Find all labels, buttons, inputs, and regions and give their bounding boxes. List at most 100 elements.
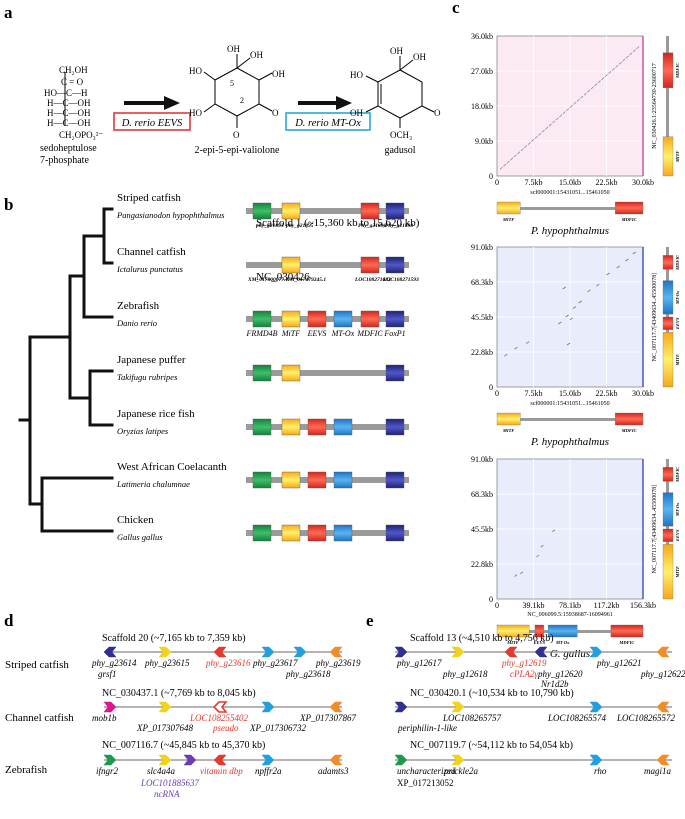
gene-label: phy_g23614 <box>91 658 137 668</box>
gene-label: phy_g23618 <box>285 669 331 679</box>
x-tick-label: 0 <box>495 601 499 610</box>
d-row-label-3: Zebrafish <box>5 764 48 776</box>
gene-label: LOC108255402 <box>189 713 249 723</box>
mtox-enzyme-box <box>285 112 371 131</box>
y-tick-label: 27.0kb <box>471 67 493 76</box>
d-row-label-1: Striped catfish <box>5 659 69 671</box>
species-common-name: Chicken <box>117 514 154 526</box>
bottom-gene-block <box>615 412 644 426</box>
x-tick-label: 0 <box>495 389 499 398</box>
gene-arrow <box>394 754 408 766</box>
gene-label: MDFIC <box>356 329 383 338</box>
gadusol-och3: OCH₃ <box>390 130 412 140</box>
bottom-track <box>497 207 643 210</box>
gene-block <box>385 202 405 220</box>
gene-arrow <box>589 701 603 713</box>
b-row1-title: Scaffold 1 (~15,360 kb to 15,620 kb) <box>256 217 420 229</box>
species-common-name: Zebrafish <box>117 300 160 312</box>
alignment-hit <box>510 157 514 161</box>
alignment-hit <box>548 123 552 127</box>
y-tick-label: 68.3kb <box>471 490 493 499</box>
alignment-hit <box>608 71 612 74</box>
side-gene-label: MT-Ox <box>675 502 680 517</box>
gene-label: cPLA2γ <box>510 669 538 679</box>
gene-label: magi1a <box>644 766 672 776</box>
gene-block <box>252 471 272 489</box>
panel-label-e: e <box>366 611 374 630</box>
d-row1-title: Scaffold 20 (~7,165 kb to 7,359 kb) <box>102 633 246 644</box>
y-tick-label: 91.0kb <box>471 243 493 252</box>
valiolone-ho-1: HO <box>189 66 202 76</box>
chromosome-track <box>246 530 409 536</box>
gene-block <box>360 310 380 328</box>
gene-label: EEVS <box>307 329 327 338</box>
alignment-hit <box>514 574 518 577</box>
alignment-hit <box>514 346 518 350</box>
gene-arrow <box>656 701 670 713</box>
gene-label: pseudo <box>212 723 239 733</box>
chromosome-track <box>246 370 409 376</box>
gene-block <box>333 310 353 328</box>
x-tick-label: 117.2kb <box>594 601 620 610</box>
gene-label: LOC108271593 <box>382 277 419 283</box>
alignment-hit <box>562 111 566 115</box>
gene-arrow <box>158 754 172 766</box>
side-gene-block <box>662 136 674 177</box>
x-tick-label: 15.0kb <box>559 178 581 187</box>
gene-label: LOC108265757 <box>442 713 502 723</box>
alignment-hit <box>590 86 594 90</box>
species-latin-name: Latimeria chalumnae <box>116 479 190 489</box>
x-axis-sequence: NC_006099.5:15938687-16094961 <box>527 612 613 618</box>
gene-label: FoxP1 <box>383 329 405 338</box>
gene-arrow <box>158 646 172 658</box>
chromosome-track <box>246 424 409 430</box>
species-common-name: Striped catfish <box>117 192 181 204</box>
bottom-gene-block <box>610 624 644 638</box>
gene-label: Nr1d2b <box>540 679 569 689</box>
gene-label: npffr2a <box>255 766 282 776</box>
y-tick-label: 36.0kb <box>471 32 493 41</box>
sub1-atom-4: H—C—OH <box>47 108 91 118</box>
x-tick-label: 22.5kb <box>596 389 618 398</box>
gene-arrow <box>103 646 117 658</box>
d-row3-title: NC_007116.7 (~45,845 kb to 45,370 kb) <box>102 740 265 751</box>
gene-label: phy_g21893 <box>255 223 284 229</box>
gene-block <box>281 310 301 328</box>
gene-block <box>385 471 405 489</box>
gene-arrow <box>213 754 227 766</box>
side-gene-label: EEVS <box>675 529 680 542</box>
intermediate-name: 2-epi-5-epi-valiolone <box>195 145 281 156</box>
valiolone-num-5: 5 <box>230 79 234 88</box>
gene-block <box>385 418 405 436</box>
gene-arrow <box>213 646 227 658</box>
alignment-hit <box>625 258 629 262</box>
sub1-name-line1: sedoheptulose <box>40 143 97 154</box>
gene-arrow <box>261 754 275 766</box>
sub1-atom-1: C = O <box>61 77 84 87</box>
gene-label: phy_g23617 <box>252 658 298 668</box>
gene-label: phy_g23619 <box>315 658 361 668</box>
alignment-hit <box>596 283 600 287</box>
y-tick-label: 18.0kb <box>471 102 493 111</box>
valiolone-ho-2: HO <box>189 108 202 118</box>
gene-arrow <box>451 701 465 713</box>
x-axis-sequence: scf000001:15431051...15461050 <box>530 400 609 407</box>
gene-label: grsf1 <box>98 669 117 679</box>
gadusol-ho-1: HO <box>350 70 363 80</box>
gene-arrow <box>394 701 408 713</box>
side-gene-label: MDFIC <box>675 466 680 483</box>
bottom-gene-block <box>547 624 578 638</box>
bottom-track <box>497 418 643 421</box>
alignment-hit <box>583 92 587 96</box>
gadusol-oh-3: OH <box>350 108 363 118</box>
bottom-gene-label: MITF <box>502 428 515 433</box>
alignment-hit <box>597 80 601 84</box>
bottom-gene-label: MDFIC <box>621 428 638 433</box>
alignment-hit <box>527 142 531 145</box>
bottom-gene-label: MT-Ox <box>555 640 570 645</box>
x-tick-label: 0 <box>495 178 499 187</box>
gene-label: phy_g12617 <box>396 658 442 668</box>
side-gene-label: MDFIC <box>675 62 680 79</box>
d-row2-title: NC_030437.1 (~7,769 kb to 8,045 kb) <box>102 688 256 699</box>
